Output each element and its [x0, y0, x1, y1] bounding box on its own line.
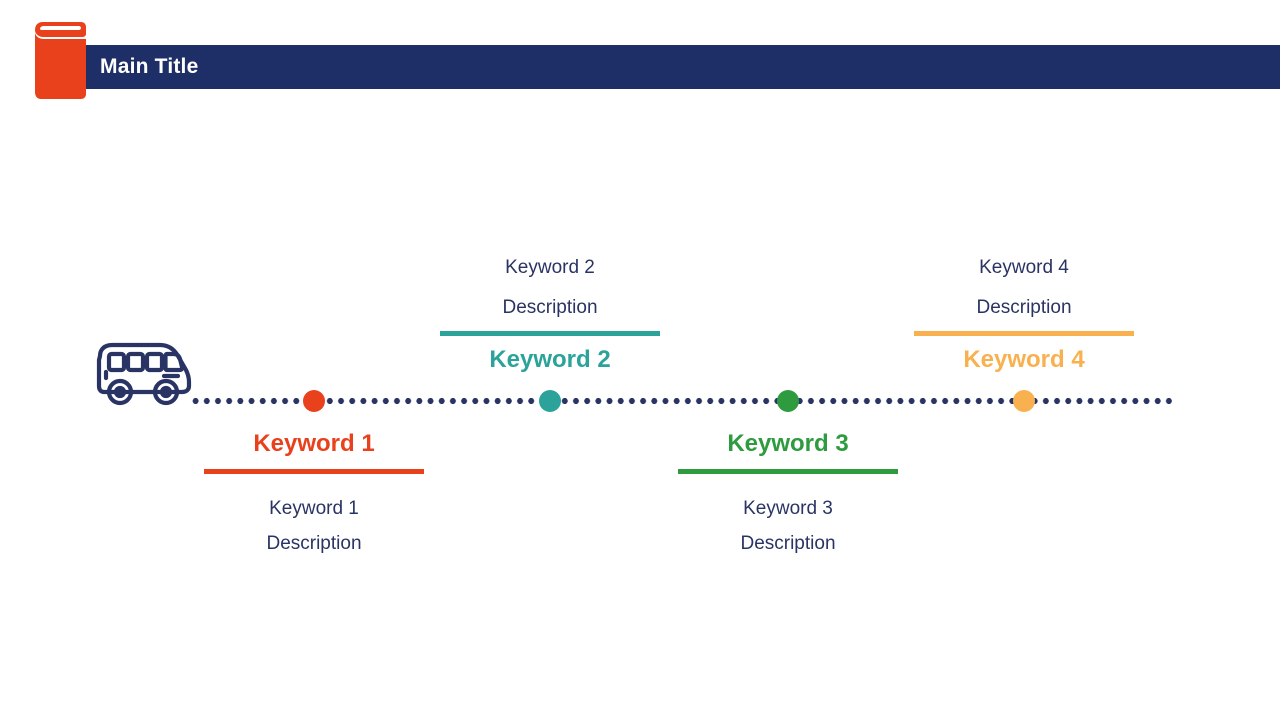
milestone-4: Keyword 4 Description Keyword 4	[894, 250, 1154, 376]
milestone-3: Keyword 3 Keyword 3 Description	[658, 428, 918, 561]
milestone-dot-1[interactable]	[303, 390, 325, 412]
page-title: Main Title	[100, 55, 199, 78]
milestone-description-line2-4: Description	[976, 297, 1072, 318]
milestone-rule-1	[204, 469, 424, 474]
milestone-rule-2	[440, 331, 660, 336]
milestone-dot-3[interactable]	[777, 390, 799, 412]
milestone-description-line2-2: Description	[502, 297, 598, 318]
milestone-title-2: Keyword 2	[489, 346, 611, 373]
milestone-description-line2-1: Description	[266, 533, 362, 554]
milestone-description-line1-2: Keyword 2	[505, 257, 595, 278]
milestone-description-line1-1: Keyword 1	[269, 498, 359, 519]
bus-icon	[92, 334, 194, 408]
milestone-title-4: Keyword 4	[963, 346, 1085, 373]
header-bar	[60, 45, 1280, 89]
milestone-title-1: Keyword 1	[253, 430, 375, 457]
milestone-1: Keyword 1 Keyword 1 Description	[184, 428, 444, 561]
milestone-description-line1-3: Keyword 3	[743, 498, 833, 519]
book-icon	[29, 20, 91, 100]
milestone-2: Keyword 2 Description Keyword 2	[420, 250, 680, 376]
milestone-rule-4	[914, 331, 1134, 336]
milestone-description-line2-3: Description	[740, 533, 836, 554]
milestone-dot-2[interactable]	[539, 390, 561, 412]
milestone-rule-3	[678, 469, 898, 474]
milestone-title-3: Keyword 3	[727, 430, 849, 457]
milestone-description-line1-4: Keyword 4	[979, 257, 1069, 278]
timeline-axis	[190, 398, 1172, 404]
milestone-dot-4[interactable]	[1013, 390, 1035, 412]
